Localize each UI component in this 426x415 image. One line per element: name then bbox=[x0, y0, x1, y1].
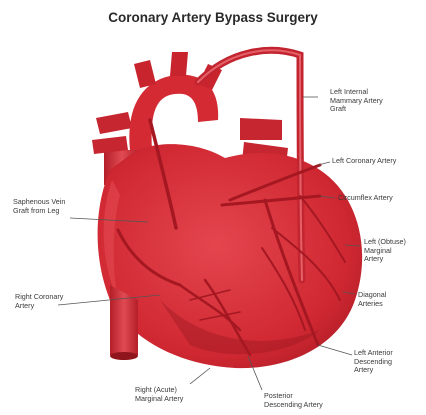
label-right-acute-marginal: Right (Acute) Marginal Artery bbox=[135, 386, 183, 403]
pulmonary-right bbox=[240, 118, 282, 140]
label-left-coronary: Left Coronary Artery bbox=[332, 157, 396, 166]
label-posterior-descending: Posterior Descending Artery bbox=[264, 392, 323, 409]
pulmonary-branch-left bbox=[96, 112, 132, 134]
label-lad: Left Anterior Descending Artery bbox=[354, 349, 393, 375]
label-limag: Left Internal Mammary Artery Graft bbox=[330, 88, 383, 114]
label-right-coronary: Right Coronary Artery bbox=[15, 293, 63, 310]
arch-branch-2 bbox=[170, 52, 188, 76]
label-saphenous-graft: Saphenous Vein Graft from Leg bbox=[13, 198, 65, 215]
label-circumflex: Circumflex Artery bbox=[338, 194, 393, 203]
label-diagonal: Diagonal Arteries bbox=[358, 291, 386, 308]
arch-branch-1 bbox=[134, 60, 156, 88]
label-left-obtuse-marginal: Left (Obtuse) Marginal Artery bbox=[364, 238, 406, 264]
